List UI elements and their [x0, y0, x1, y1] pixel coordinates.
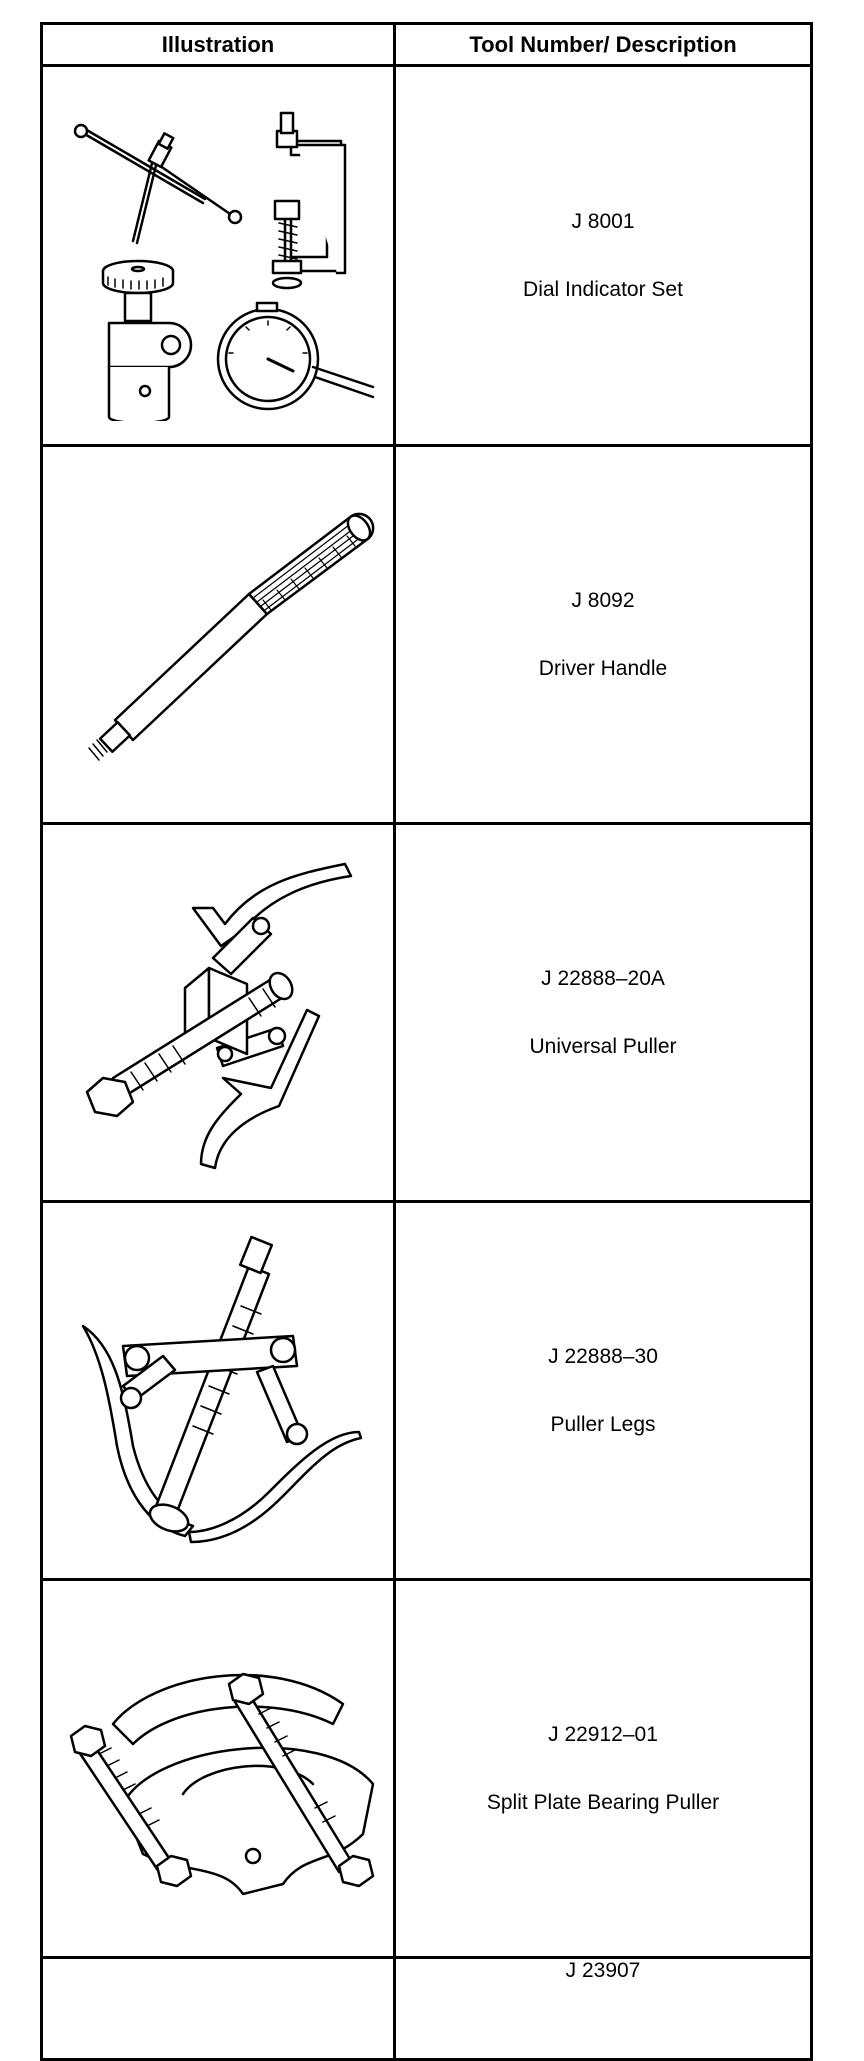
- tool-number: J 23907: [565, 1959, 641, 1982]
- table-row: J 8001 Dial Indicator Set: [40, 64, 813, 447]
- illustration-cell: [40, 64, 396, 447]
- table-row: J 22888–20A Universal Puller: [40, 822, 813, 1203]
- illustration-cell: [40, 1200, 396, 1581]
- split-plate-bearing-puller-icon: [53, 1604, 383, 1934]
- description-cell: J 8092 Driver Handle: [393, 444, 813, 825]
- illustration-cell: [40, 444, 396, 825]
- description-cell: J 23907: [393, 1956, 813, 2061]
- illustration-cell: [40, 822, 396, 1203]
- special-tools-table: Illustration Tool Number/ Description: [40, 22, 813, 2061]
- table-row: J 23907: [40, 1956, 813, 2061]
- tool-description: Driver Handle: [538, 656, 668, 680]
- tool-number: J 8092: [571, 588, 635, 612]
- tool-description: Dial Indicator Set: [523, 277, 683, 301]
- universal-puller-icon: [53, 848, 383, 1178]
- puller-legs-icon: [53, 1226, 383, 1556]
- tool-number: J 22888–20A: [541, 966, 665, 990]
- description-cell: J 22912–01 Split Plate Bearing Puller: [393, 1578, 813, 1959]
- illustration-cell: [40, 1578, 396, 1959]
- description-cell: J 8001 Dial Indicator Set: [393, 64, 813, 447]
- header-tool-number-description: Tool Number/ Description: [393, 22, 813, 67]
- table-row: J 8092 Driver Handle: [40, 444, 813, 825]
- description-cell: J 22888–30 Puller Legs: [393, 1200, 813, 1581]
- table-header-row: Illustration Tool Number/ Description: [40, 22, 813, 67]
- driver-handle-icon: [53, 470, 383, 800]
- table-row: J 22912–01 Split Plate Bearing Puller: [40, 1578, 813, 1959]
- tool-description: Split Plate Bearing Puller: [486, 1790, 720, 1814]
- tool-description: Puller Legs: [550, 1412, 656, 1436]
- illustration-cell: [40, 1956, 396, 2061]
- tool-number: J 22888–30: [548, 1344, 658, 1368]
- description-cell: J 22888–20A Universal Puller: [393, 822, 813, 1203]
- tool-number: J 22912–01: [548, 1722, 658, 1746]
- dial-indicator-set-icon: [53, 91, 383, 421]
- tool-description: Universal Puller: [529, 1034, 677, 1058]
- table-row: J 22888–30 Puller Legs: [40, 1200, 813, 1581]
- tool-number: J 8001: [571, 209, 635, 233]
- header-illustration: Illustration: [40, 22, 396, 67]
